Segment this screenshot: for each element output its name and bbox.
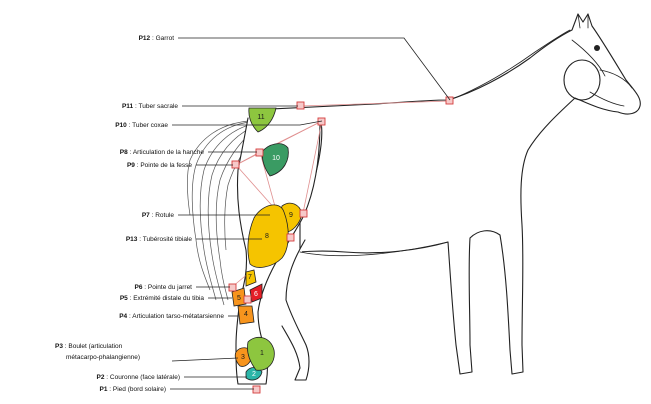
- label-p6: P6 : Pointe du jarret: [135, 284, 193, 291]
- near-hind-leg: [282, 240, 309, 380]
- segment-9-number: 9: [289, 212, 293, 219]
- marker-p5: [244, 296, 251, 303]
- segment-2-number: 2: [252, 371, 256, 378]
- marker-p8: [256, 149, 263, 156]
- segment-8-number: 8: [265, 233, 269, 240]
- label-p11: P11 : Tuber sacrale: [122, 103, 178, 110]
- landmark-labels: P12 : Garrot P11 : Tuber sacrale P10 : T…: [55, 35, 224, 393]
- label-p4: P4 : Articulation tarso-métatarsienne: [119, 313, 224, 320]
- marker-p9: [232, 161, 239, 168]
- segment-6-number: 6: [254, 291, 258, 298]
- segment-3-number: 3: [241, 354, 245, 361]
- label-p8: P8 : Articulation de la hanche: [120, 149, 205, 156]
- label-p5: P5 : Extrémité distale du tibia: [120, 295, 205, 302]
- segment-4-number: 4: [244, 311, 248, 318]
- label-p2: P2 : Couronne (face latérale): [97, 374, 180, 381]
- label-p12: P12 : Garrot: [139, 35, 175, 42]
- label-p7: P7 : Rotule: [142, 212, 175, 219]
- label-p3-line2: métacarpo-phalangienne): [66, 354, 140, 361]
- segment-10-number: 10: [272, 155, 280, 162]
- label-p9: P9 : Pointe de la fesse: [127, 162, 192, 169]
- segment-1-number: 1: [260, 350, 264, 357]
- marker-p1: [253, 386, 260, 393]
- marker-p11: [297, 102, 304, 109]
- marker-p13: [287, 234, 294, 241]
- segment-5-number: 5: [237, 295, 241, 302]
- marker-p7: [300, 210, 307, 217]
- horse-eye: [594, 45, 600, 51]
- segment-7-number: 7: [248, 274, 252, 281]
- marker-p12: [446, 97, 453, 104]
- label-p13: P13 : Tubérosité tibiale: [126, 236, 193, 243]
- marker-p6: [229, 284, 236, 291]
- label-p3: P3 : Boulet (articulation: [55, 343, 123, 350]
- label-p10: P10 : Tuber coxae: [115, 122, 168, 129]
- segment-11-number: 11: [257, 114, 264, 121]
- horse-outline: [236, 14, 640, 384]
- label-p1: P1 : Pied (bord solaire): [100, 386, 166, 393]
- segment-4: 4: [238, 306, 254, 324]
